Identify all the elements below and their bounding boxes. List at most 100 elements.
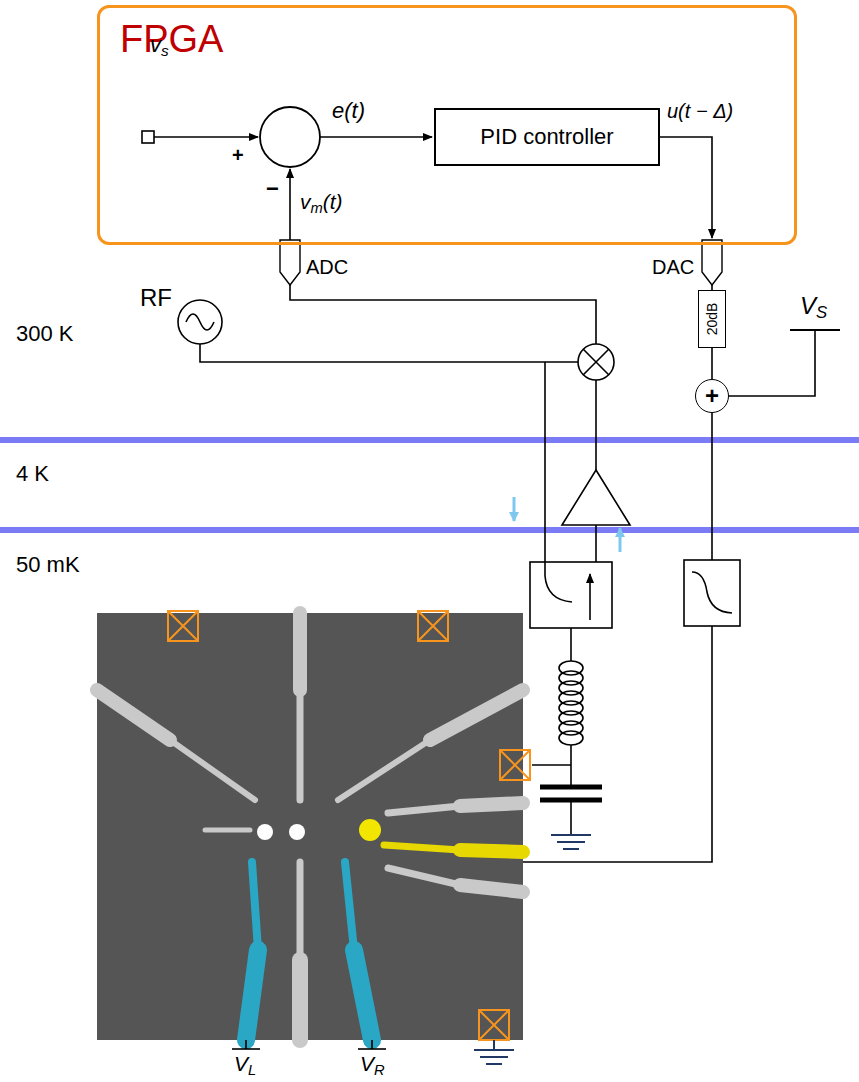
voltage-label: VR	[360, 1052, 385, 1076]
ground-bar	[557, 841, 585, 843]
plunger-gates	[246, 862, 372, 1040]
wire	[660, 137, 712, 238]
ground-lead	[493, 1040, 495, 1050]
gate	[460, 885, 523, 892]
gate	[246, 950, 258, 1040]
ohmic-contacts	[168, 611, 530, 1040]
wire	[523, 626, 712, 862]
gate	[293, 613, 307, 690]
gate	[460, 850, 523, 852]
stage-line-50mk	[0, 527, 859, 533]
converter-symbols	[280, 240, 722, 285]
capacitor-plate	[540, 798, 602, 803]
capacitor-plate	[540, 785, 602, 790]
voltage-label: VL	[234, 1052, 256, 1076]
gate	[430, 690, 523, 740]
signal-name: e(t)	[332, 98, 365, 123]
gate	[338, 740, 430, 800]
wire	[595, 525, 597, 562]
gate	[388, 868, 460, 885]
wire	[570, 628, 572, 661]
ground-symbol	[551, 835, 591, 849]
gate	[384, 845, 460, 850]
mixer-cross	[583, 349, 608, 374]
pid-controller-box: PID controller	[434, 108, 660, 166]
setpoint-port	[142, 131, 154, 143]
gate	[354, 950, 372, 1040]
gate	[292, 960, 308, 1040]
ground-bar	[551, 834, 591, 836]
mixer-cross	[583, 349, 608, 374]
node-text: +	[705, 384, 719, 408]
ground-bar	[486, 1063, 502, 1065]
sign-label: −	[266, 176, 279, 201]
terminal-bar	[232, 1048, 260, 1050]
summing-junction	[260, 107, 320, 167]
attenuator-box: 20dB	[698, 290, 726, 348]
low-pass-curve	[692, 572, 732, 613]
gate	[345, 862, 354, 950]
device-micrograph	[97, 611, 530, 1064]
adder-circle: +	[695, 379, 729, 413]
wire	[290, 285, 596, 344]
gate-voltage-terminals	[232, 1040, 386, 1049]
contact-cross	[418, 611, 448, 641]
node-text: 20dB	[704, 303, 720, 336]
gate	[297, 690, 304, 800]
sensor-dot	[359, 819, 381, 841]
gate	[297, 862, 304, 960]
inductor-coil	[559, 731, 583, 745]
wire	[544, 362, 546, 562]
gate	[170, 740, 255, 800]
sensor-gate	[384, 845, 523, 852]
wire	[320, 136, 432, 138]
coupler-arrow	[589, 574, 591, 620]
temperature-label: 4 K	[16, 461, 49, 486]
gate	[97, 690, 170, 740]
temperature-stage-lines	[0, 440, 859, 530]
direction-arrow	[619, 528, 622, 552]
signal-name: u(t − Δ)	[667, 100, 733, 123]
rf-source-symbol	[178, 300, 222, 344]
gate	[205, 828, 250, 833]
terminal-bar	[358, 1048, 386, 1050]
fpga-signal-path	[142, 107, 712, 240]
fpga-board: FPGAPID controller	[97, 5, 797, 245]
contact-cross	[479, 1010, 509, 1040]
contact-cross	[500, 750, 530, 780]
wire	[570, 802, 572, 835]
source-label: RF	[140, 284, 172, 312]
gate-electrodes	[97, 613, 523, 1040]
adc-symbol	[280, 240, 300, 285]
wire	[289, 169, 291, 240]
gate	[460, 803, 523, 806]
ground-symbol	[474, 1040, 514, 1064]
voltage-label: VS	[800, 292, 827, 320]
ground-bar	[563, 848, 579, 850]
ground-bar	[474, 1049, 514, 1051]
amplifier-symbol	[562, 470, 630, 525]
coupler-curve	[545, 562, 572, 602]
ohmic-contact	[479, 1010, 509, 1040]
wire	[595, 380, 597, 470]
sem-background	[97, 613, 523, 1040]
wire	[200, 344, 578, 362]
converter-label: ADC	[306, 256, 348, 279]
sine-wave	[186, 314, 214, 330]
temperature-label: 300 K	[16, 321, 74, 346]
ground-bar	[480, 1056, 508, 1058]
terminal-lead	[371, 1040, 373, 1049]
ohmic-contact	[418, 611, 448, 641]
ohmic-contact	[168, 611, 198, 641]
stage-line-4k	[0, 437, 859, 443]
ohmic-contact	[500, 750, 530, 780]
signal-name: vm(t)	[300, 190, 343, 214]
contact-cross	[168, 611, 198, 641]
gate	[252, 862, 258, 950]
quantum-dot	[289, 824, 305, 840]
dac-symbol	[702, 240, 722, 285]
wire	[711, 413, 713, 560]
low-pass-filter-box	[684, 560, 740, 626]
signal-name: vs	[150, 32, 169, 57]
